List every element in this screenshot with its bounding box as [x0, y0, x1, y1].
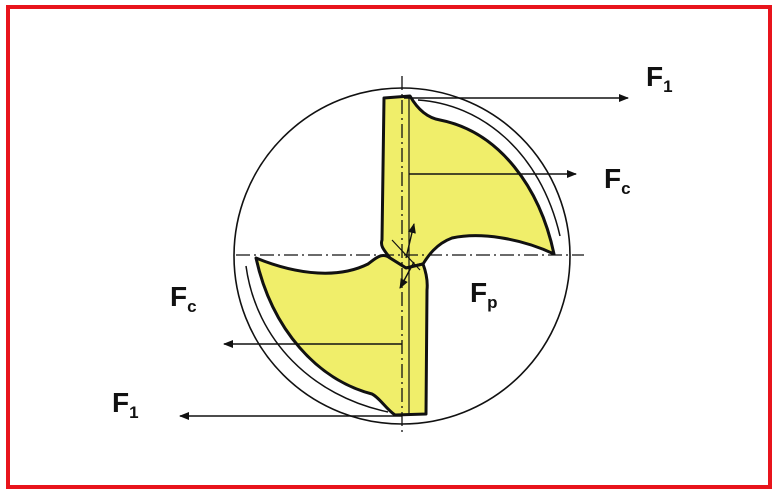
- label-fc-right: Fc: [604, 163, 631, 198]
- fp-arrow-cross: [391, 239, 421, 271]
- label-fc-left: Fc: [170, 281, 197, 316]
- label-f1-right: F1: [646, 61, 673, 96]
- diagram-frame: [6, 5, 772, 489]
- fp-arrow-lower: [399, 261, 415, 289]
- rim-arc-upper: [417, 99, 561, 237]
- upper-tooth: [380, 94, 556, 270]
- label-fp: Fp: [470, 277, 498, 312]
- label-f1-left: F1: [112, 387, 139, 422]
- lower-tooth: [254, 254, 429, 417]
- rim-arc-lower: [245, 265, 389, 413]
- fp-arrow-upper: [405, 223, 416, 259]
